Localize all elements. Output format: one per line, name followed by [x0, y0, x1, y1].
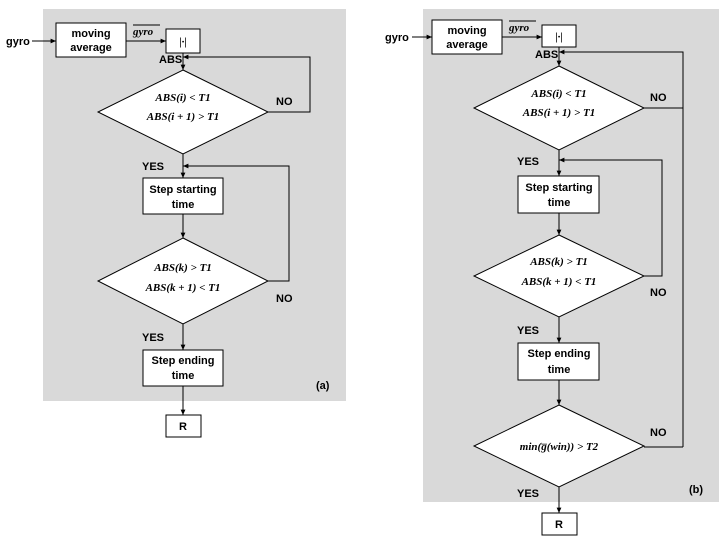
condition-2-line-2: ABS(k + 1) < T1	[145, 282, 221, 294]
condition-2-line-2: ABS(k + 1) < T1	[521, 276, 597, 288]
result-label: R	[179, 421, 187, 433]
panel-b: gyro moving average gyro |·| ABS ABS(i) …	[385, 9, 719, 536]
gyro-bar-label: gyro	[508, 22, 530, 34]
condition-2-yes-label: YES	[517, 325, 539, 337]
step-ending-box	[142, 349, 224, 387]
moving-average-box	[431, 19, 503, 55]
condition-2-line-1: ABS(k) > T1	[153, 262, 212, 274]
condition-1-line-2: ABS(i + 1) > T1	[522, 107, 595, 119]
condition-2-no-label: NO	[276, 293, 293, 305]
condition-3-label: min(g̅(win)) > T2	[520, 441, 599, 453]
abs-label: ABS	[159, 54, 182, 66]
panel-b-tag: (b)	[689, 484, 703, 496]
step-starting-label-1: Step starting	[525, 182, 592, 194]
condition-1-line-1: ABS(i) < T1	[530, 88, 586, 100]
abs-box	[165, 28, 201, 54]
condition-1-no-label: NO	[276, 96, 293, 108]
condition-2-no-loop	[183, 163, 290, 282]
result-box	[165, 414, 202, 438]
condition-1-no-label: NO	[650, 92, 667, 104]
step-ending-box	[517, 342, 600, 381]
step-ending-label-2: time	[548, 364, 571, 376]
panel-a-tag: (a)	[316, 380, 330, 392]
step-starting-box	[517, 175, 600, 214]
panel-a: gyro moving average gyro |·| ABS ABS(i) …	[6, 9, 346, 438]
condition-2-yes-label: YES	[142, 332, 164, 344]
no-return-bus	[559, 49, 684, 447]
condition-1-no-loop	[183, 54, 311, 113]
result-label: R	[555, 519, 563, 531]
condition-1-yes-label: YES	[142, 161, 164, 173]
moving-average-label-2: average	[446, 39, 488, 51]
abs-label: ABS	[535, 49, 558, 61]
step-ending-label-1: Step ending	[528, 348, 591, 360]
step-ending-label-1: Step ending	[152, 355, 215, 367]
step-starting-label-2: time	[548, 197, 571, 209]
moving-average-label-2: average	[70, 42, 112, 54]
gyro-input-label: gyro	[6, 36, 30, 48]
abs-box-label: |·|	[179, 36, 187, 48]
condition-2-line-1: ABS(k) > T1	[529, 256, 588, 268]
condition-1-line-1: ABS(i) < T1	[154, 92, 210, 104]
moving-average-label-1: moving	[71, 28, 110, 40]
moving-average-box	[55, 22, 127, 58]
step-starting-label-2: time	[172, 199, 195, 211]
gyro-bar-label: gyro	[132, 26, 154, 38]
step-starting-label-1: Step starting	[149, 184, 216, 196]
condition-3-no-label: NO	[650, 427, 667, 439]
condition-2-no-label: NO	[650, 287, 667, 299]
condition-1-yes-label: YES	[517, 156, 539, 168]
condition-3-yes-label: YES	[517, 488, 539, 500]
abs-box-label: |·|	[555, 31, 563, 43]
result-box	[541, 512, 578, 536]
moving-average-label-1: moving	[447, 25, 486, 37]
condition-2-no-loop	[559, 157, 663, 277]
condition-1-line-2: ABS(i + 1) > T1	[146, 111, 219, 123]
gyro-input-label: gyro	[385, 32, 409, 44]
step-ending-label-2: time	[172, 370, 195, 382]
